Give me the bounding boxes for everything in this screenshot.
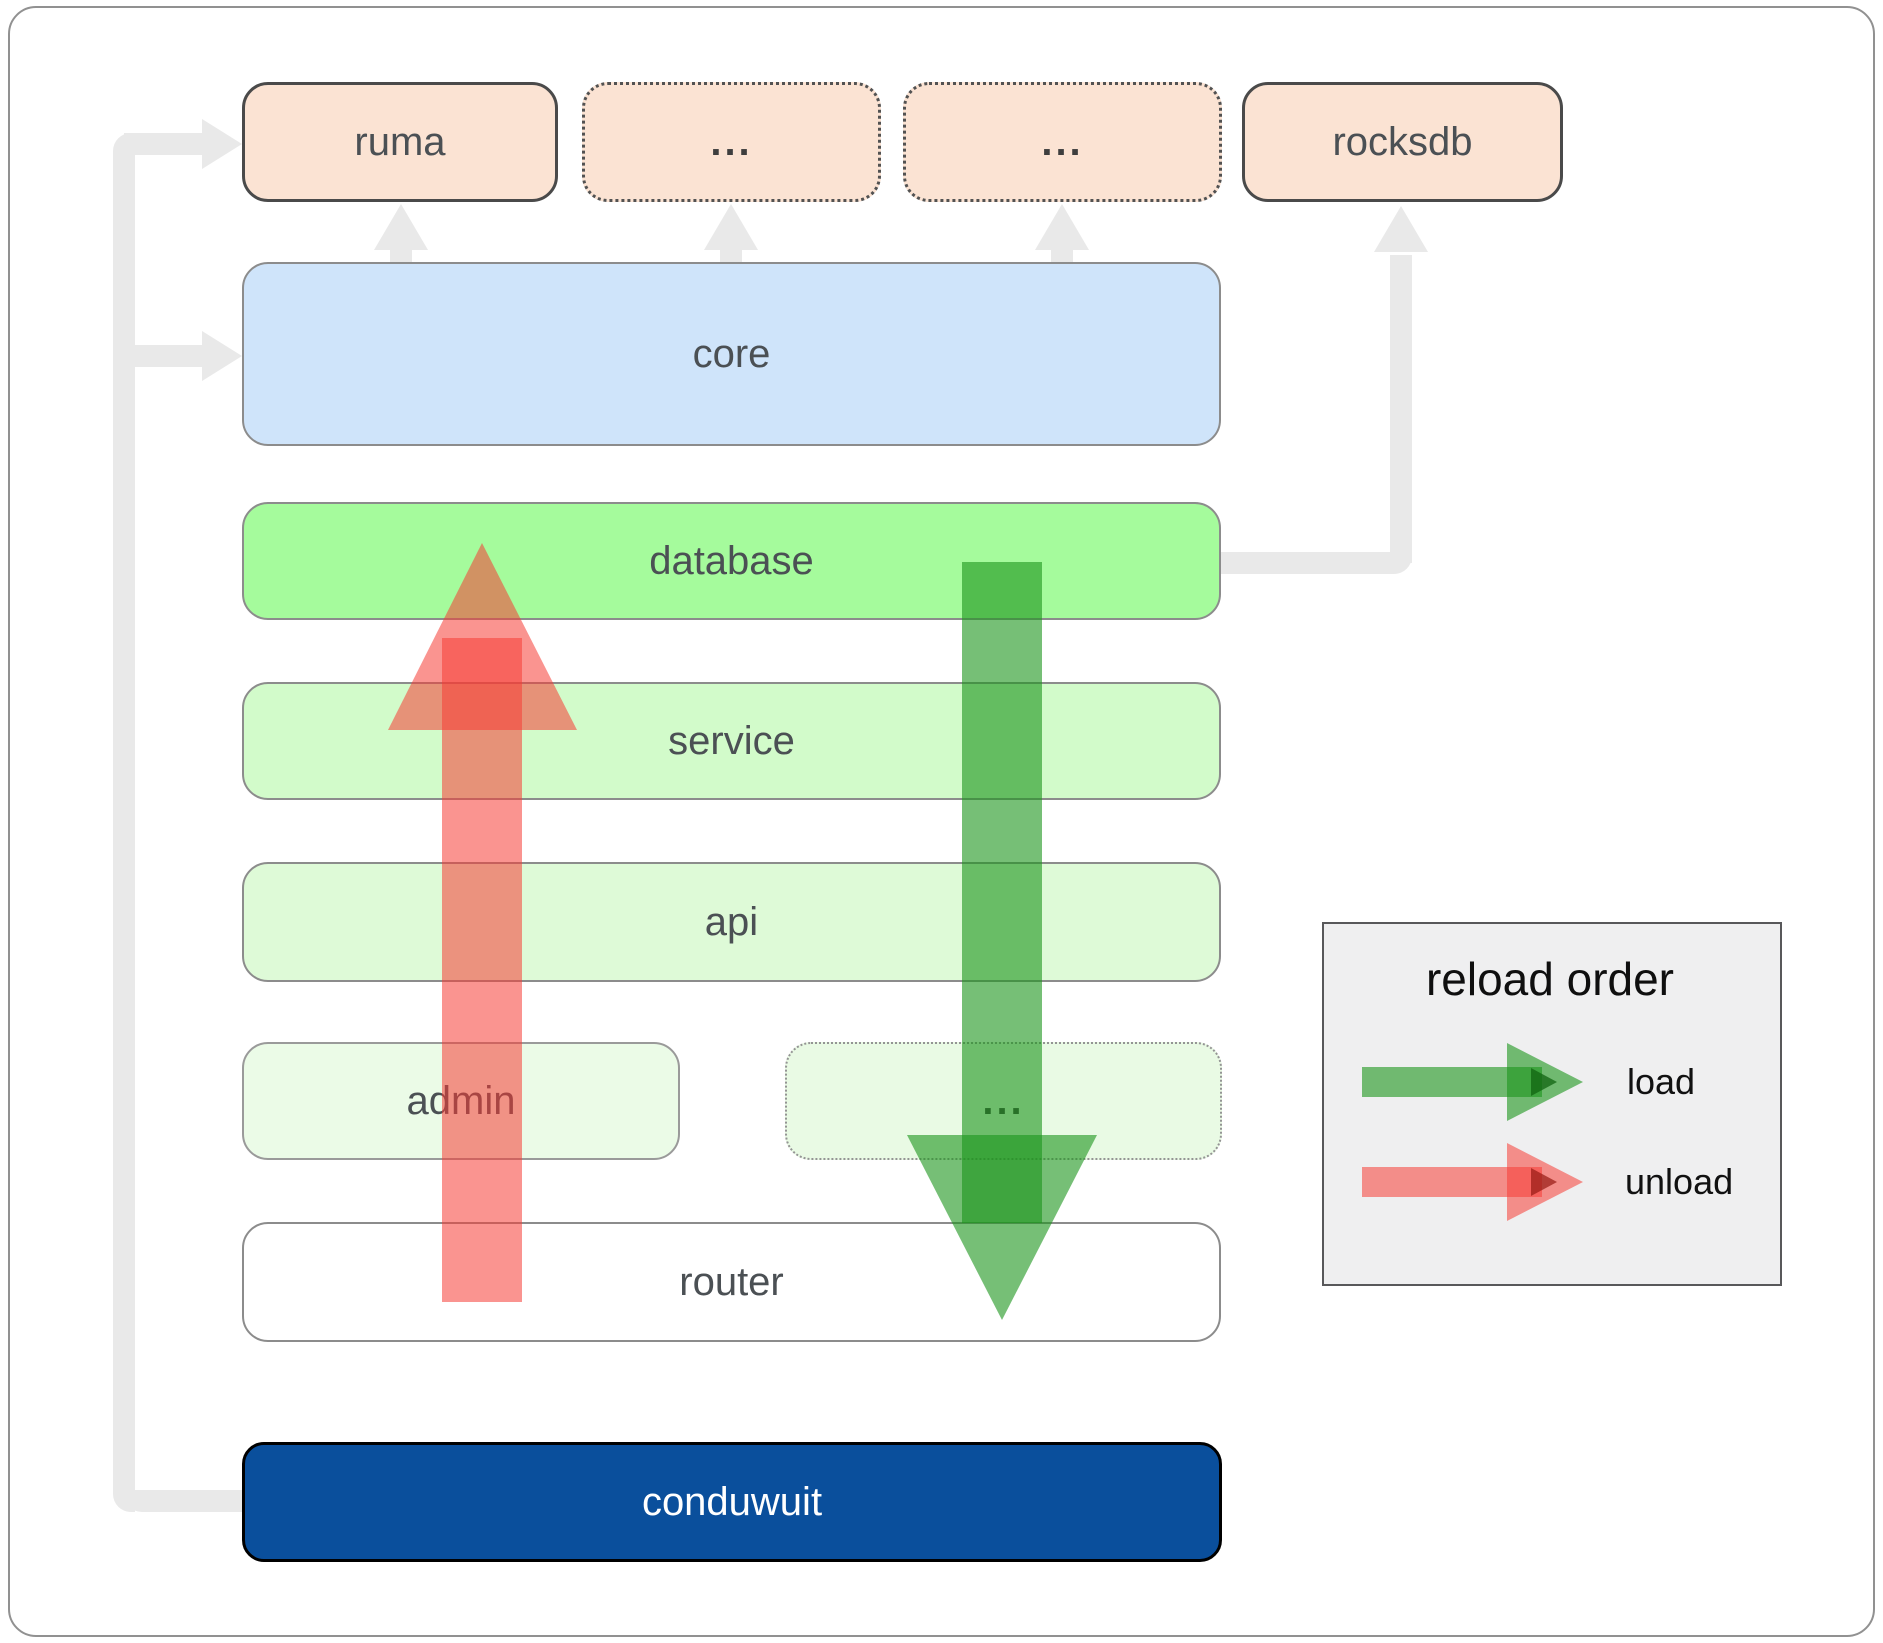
node-conduwuit: conduwuit xyxy=(242,1442,1222,1562)
node-conduwuit-label: conduwuit xyxy=(641,1479,823,1524)
connector-core-to-ellipsis1 xyxy=(720,248,742,262)
legend-unload-label: unload xyxy=(1625,1161,1734,1202)
node-ellipsis2-label: ... xyxy=(1041,119,1084,164)
loop-connector-to-core xyxy=(113,345,206,367)
unload-arrow-up-icon xyxy=(388,543,577,730)
load-arrow-down-icon xyxy=(907,1135,1097,1320)
node-core: core xyxy=(242,262,1221,446)
arrowhead-up-icon xyxy=(704,204,758,250)
node-ellipsis-crate-2: ... xyxy=(903,82,1222,202)
connector-database-to-rocksdb-horizontal xyxy=(1221,552,1412,574)
node-service-label: service xyxy=(668,718,795,763)
node-ruma-label: ruma xyxy=(354,119,446,164)
connector-database-to-rocksdb-vertical xyxy=(1390,255,1412,563)
arrowhead-up-icon xyxy=(1374,206,1428,252)
legend-load-marker-icon xyxy=(1531,1068,1557,1096)
legend-load-label: load xyxy=(1627,1061,1696,1102)
load-arrow-shaft xyxy=(962,562,1042,1223)
loop-connector-from-conduwuit xyxy=(124,1490,242,1512)
node-rocksdb-label: rocksdb xyxy=(1332,119,1473,164)
arrowhead-up-icon xyxy=(374,204,428,250)
connector-core-to-ruma xyxy=(390,248,412,262)
node-ruma: ruma xyxy=(242,82,558,202)
node-ellipsis-crate-1: ... xyxy=(582,82,881,202)
arrowhead-up-icon xyxy=(1035,204,1089,250)
loop-connector-to-ruma xyxy=(124,133,206,155)
diagram-frame xyxy=(8,6,1875,1637)
legend-unload-marker-icon xyxy=(1531,1168,1557,1196)
arrowhead-right-icon xyxy=(202,119,242,169)
node-ellipsis1-label: ... xyxy=(710,119,753,164)
node-core-label: core xyxy=(692,331,771,376)
node-service: service xyxy=(242,682,1221,800)
loop-connector-vertical xyxy=(113,133,135,1512)
arrowhead-right-icon xyxy=(202,331,242,381)
node-api: api xyxy=(242,862,1221,982)
node-api-label: api xyxy=(704,899,759,944)
node-rocksdb: rocksdb xyxy=(1242,82,1563,202)
node-router-label: router xyxy=(679,1259,784,1304)
legend-title: reload order xyxy=(1425,953,1675,1005)
unload-arrow-shaft xyxy=(442,638,522,1302)
node-database-label: database xyxy=(649,538,814,583)
connector-core-to-ellipsis2 xyxy=(1051,248,1073,262)
